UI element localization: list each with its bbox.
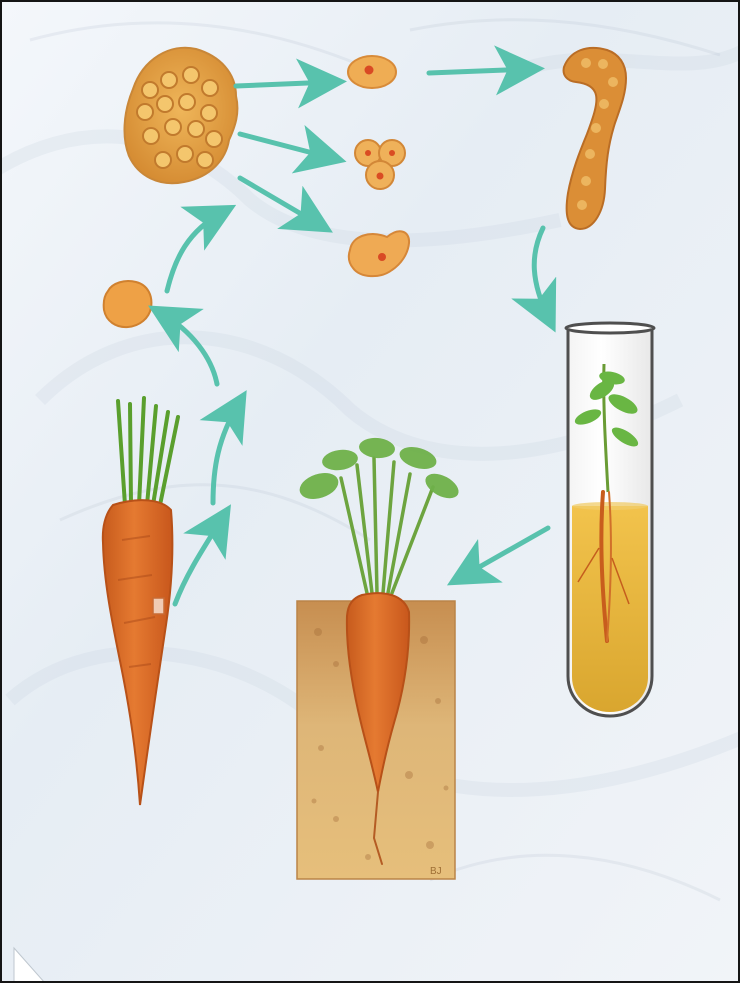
signature-mark: BJ	[430, 866, 442, 877]
single-cell	[348, 56, 396, 88]
test-tube-with-plantlet	[566, 323, 654, 716]
tissue-piece	[104, 281, 152, 327]
